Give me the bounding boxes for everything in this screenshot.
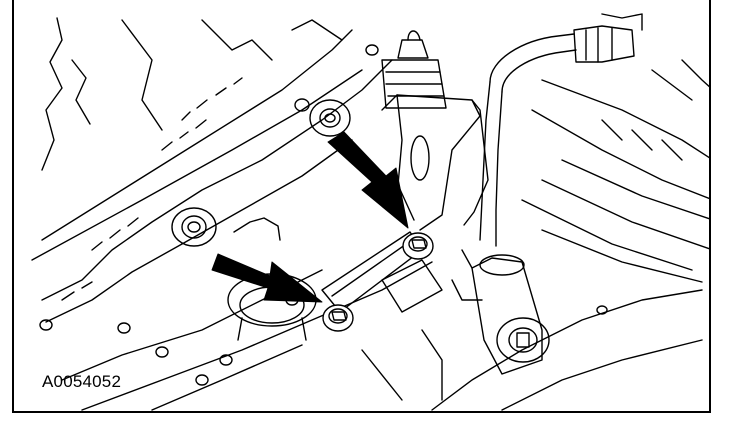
arrow-to-lower-bolt: [211, 253, 323, 303]
misc-lines: [361, 259, 483, 401]
callout-arrows: [211, 131, 409, 303]
right-housing: [521, 59, 709, 283]
upper-boss: [309, 99, 351, 137]
case-ribs: [39, 44, 608, 386]
shift-boot: [381, 30, 447, 109]
arrow-to-upper-bolt: [327, 131, 409, 229]
upper-bolt: [402, 232, 434, 260]
left-boss: [171, 207, 217, 247]
technical-line-drawing: [31, 13, 709, 411]
figure-id-label: A0054052: [42, 372, 122, 391]
illustration-frame: A0054052: [12, 0, 711, 413]
transmission-case-outline: [31, 17, 703, 411]
lower-right-post: [461, 249, 550, 375]
lower-bolt: [322, 304, 354, 332]
cooler-tube: [479, 13, 643, 247]
